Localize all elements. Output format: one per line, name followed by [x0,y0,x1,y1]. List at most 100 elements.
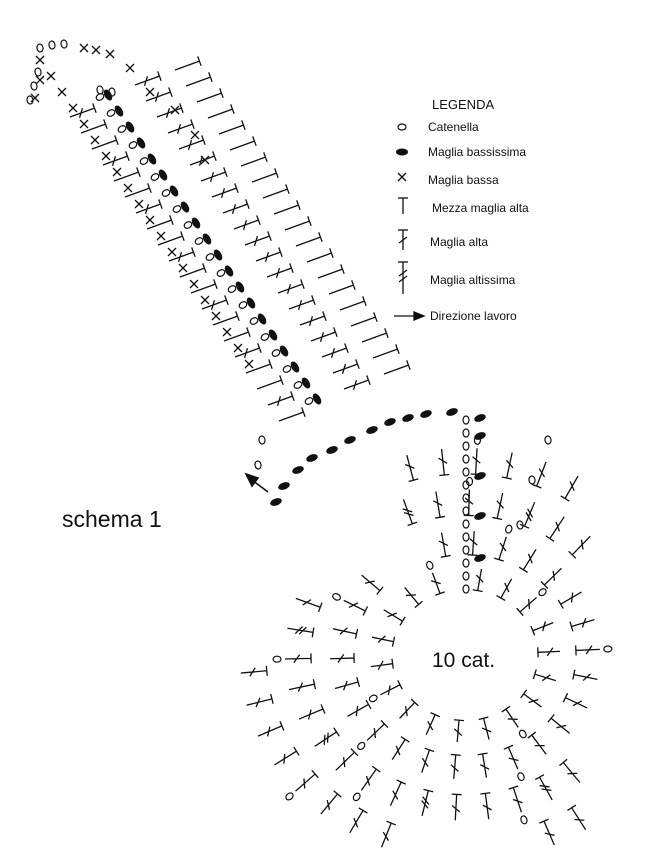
treble-crochet [519,502,536,529]
chain-stitch [462,571,470,581]
half-double-crochet [317,264,345,279]
single-crochet [35,55,45,65]
single-crochet [190,130,200,140]
double-crochet [168,247,196,262]
double-crochet [540,567,562,589]
slip-stitch [114,105,124,117]
chain-stitch [139,157,149,165]
half-double-crochet [306,248,334,263]
half-double-crochet [262,184,290,199]
chain-stitch [462,415,470,425]
chain-stitch [48,40,56,50]
double-crochet [518,549,537,573]
double-crochet [575,645,600,656]
double-crochet [383,609,406,626]
chain-stitch [462,584,470,594]
double-crochet [156,103,184,118]
single-crochet [189,279,199,289]
chain-stitch [128,141,138,149]
chain-stitch [249,317,259,325]
double-crochet [211,183,239,198]
chain-icon [397,123,407,131]
slip-stitch [158,169,168,181]
treble-crochet [421,788,434,816]
chain-stitch [216,269,226,277]
single-crochet [46,71,56,81]
chain-stitch [304,397,314,405]
slip-stitch [420,410,432,418]
single-crochet [167,247,177,257]
treble-crochet [287,626,315,638]
chain-stitch [282,365,292,373]
double-crochet [246,693,274,708]
double-crochet [257,721,285,737]
single-crochet [170,105,180,115]
treble-crochet [534,774,553,801]
slip-stitch [268,329,278,341]
double-crochet [467,531,478,557]
chain-stitch [271,349,281,357]
single-crochet [211,311,221,321]
half-double-crochet [113,167,141,182]
double-crochet [532,669,557,682]
chain-stitch [426,560,434,570]
double-crochet-icon [398,229,408,250]
single-crochet [101,151,111,161]
slip-stitch [301,377,311,389]
chain-stitch [260,333,270,341]
single-crochet [125,63,135,73]
half-double-crochet [256,375,284,390]
single-crochet [200,155,210,165]
chain-stitch [516,520,524,530]
chain-stitch [96,85,104,95]
chain-stitch [183,221,193,229]
double-crochet [496,578,513,602]
half-double-crochet [146,215,174,230]
slip-stitch [292,466,304,474]
slip-stitch [246,297,256,309]
double-crochet [295,597,323,613]
double-crochet [330,653,355,664]
legend: LEGENDA Catenella Maglia bassissima Magl… [394,97,529,323]
double-crochet [537,647,560,658]
half-double-crochet [157,231,185,246]
single-crochet [145,87,155,97]
double-crochet [472,568,484,593]
double-crochet [494,536,507,562]
slip-stitch [474,414,486,422]
single-crochet [79,119,89,129]
double-crochet [371,635,396,647]
single-crochet [112,167,122,177]
double-crochet [335,748,359,771]
double-crochet [240,665,268,677]
double-crochet [310,327,338,342]
single-crochet [244,359,254,369]
double-crochet [520,689,542,708]
slip-stitch [446,408,458,416]
half-double-crochet [328,280,356,295]
double-crochet [530,621,554,636]
chain-stitch [544,435,552,445]
double-crochet [285,653,312,664]
double-crochet [568,535,591,559]
legend-label-chain: Catenella [428,120,479,134]
slip-stitch [213,249,223,261]
slip-stitch [326,446,338,454]
double-crochet [134,71,162,86]
half-double-crochet [223,327,251,342]
double-crochet [299,311,327,326]
double-crochet [349,807,368,834]
slip-stitch [202,233,212,245]
half-double-crochet [240,152,268,167]
double-crochet [266,263,294,278]
chain-stitch [462,480,470,490]
chain-stitch [462,519,470,529]
double-crochet [244,231,272,246]
double-crochet [178,135,206,150]
half-double-crochet [273,200,301,215]
chain-stitch [462,428,470,438]
work-direction-arrow [244,472,269,493]
double-crochet [295,769,319,792]
chain-stitch [150,173,160,181]
double-crochet [438,449,450,477]
